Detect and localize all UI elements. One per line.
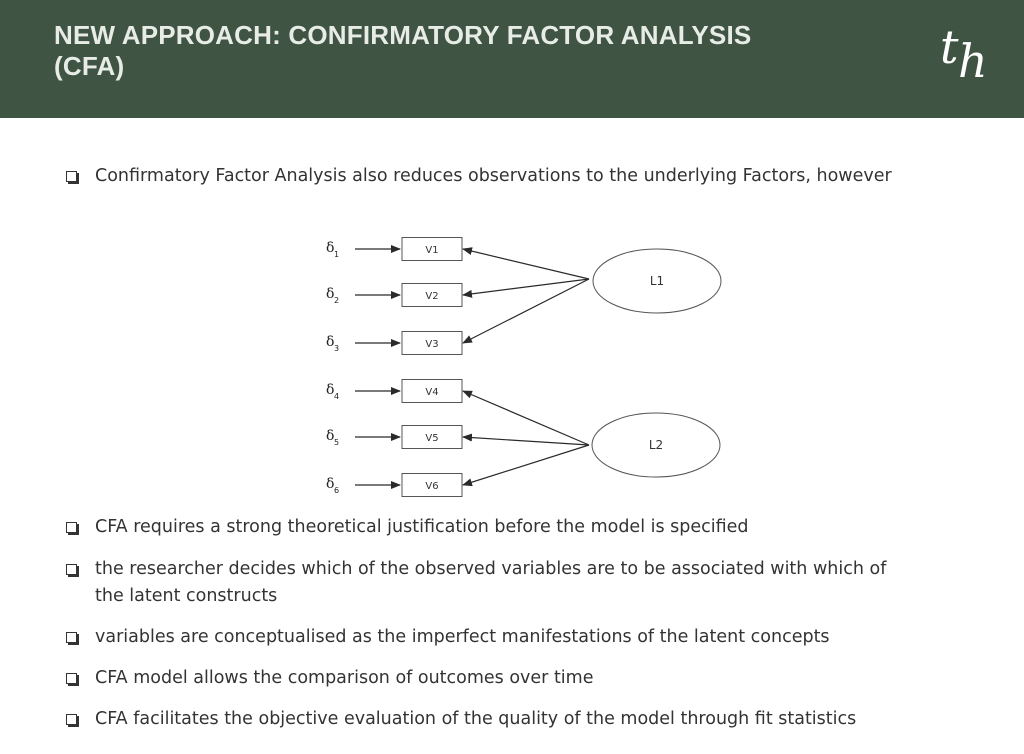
error-term-delta-4: δ [326, 382, 334, 398]
loading-arrow-l2-v4 [462, 390, 590, 446]
error-term-index-5: 5 [334, 438, 339, 447]
bullet-text-line: CFA model allows the comparison of outco… [95, 668, 594, 688]
loading-arrow-l1-v3 [462, 278, 590, 344]
checkbox-bullet-icon [66, 171, 79, 184]
slide-title: NEW APPROACH: CONFIRMATORY FACTOR ANALYS… [54, 20, 874, 82]
checkbox-bullet-icon [66, 673, 79, 686]
error-term-index-6: 6 [334, 486, 339, 495]
bullet-item: CFA facilitates the objective evaluation… [66, 706, 946, 733]
slide-title-line-2: (CFA) [54, 51, 125, 81]
loading-arrow-l1-v2 [462, 278, 590, 298]
observed-label-v6: V6 [425, 481, 438, 492]
header-bar: NEW APPROACH: CONFIRMATORY FACTOR ANALYS… [0, 0, 1024, 118]
latent-label-l2: L2 [649, 438, 663, 452]
bullet-text-line: CFA facilitates the objective evaluation… [95, 709, 857, 729]
bullet-text: variables are conceptualised as the impe… [95, 624, 946, 651]
observed-box-v4 [401, 379, 463, 403]
bullet-item: CFA requires a strong theoretical justif… [66, 514, 946, 541]
error-term-index-2: 2 [334, 296, 339, 305]
observed-box-v1 [401, 237, 463, 261]
observed-label-v1: V1 [425, 245, 438, 256]
logo-letter-t: t [940, 20, 959, 74]
error-term-delta-5: δ [326, 428, 334, 444]
observed-box-v3 [401, 331, 463, 355]
observed-label-v5: V5 [425, 433, 438, 444]
slide-title-line-1: NEW APPROACH: CONFIRMATORY FACTOR ANALYS… [54, 20, 752, 50]
bullet-intro-text: Confirmatory Factor Analysis also reduce… [95, 166, 892, 186]
observed-box-v5 [401, 425, 463, 449]
observed-label-v3: V3 [425, 339, 438, 350]
bullet-text: the researcher decides which of the obse… [95, 556, 946, 610]
error-term-delta-3: δ [326, 334, 334, 350]
checkbox-bullet-icon [66, 714, 79, 727]
latent-ellipse-l2 [591, 412, 721, 478]
error-term-index-1: 1 [334, 250, 339, 259]
bullet-intro: Confirmatory Factor Analysis also reduce… [66, 163, 946, 190]
error-term-index-4: 4 [334, 392, 339, 401]
bullet-text-line: CFA requires a strong theoretical justif… [95, 517, 749, 537]
error-term-delta-1: δ [326, 240, 334, 256]
checkbox-bullet-icon [66, 522, 79, 535]
observed-label-v2: V2 [425, 291, 438, 302]
bullet-text: CFA requires a strong theoretical justif… [95, 514, 946, 541]
logo-letter-h: h [958, 34, 988, 88]
loading-arrow-l2-v5 [462, 433, 590, 446]
bullet-text-line: the researcher decides which of the obse… [95, 559, 887, 579]
observed-label-v4: V4 [425, 387, 438, 398]
loading-arrow-l1-v1 [462, 247, 590, 280]
checkbox-bullet-icon [66, 632, 79, 645]
checkbox-bullet-icon [66, 564, 79, 577]
bullet-text-line: variables are conceptualised as the impe… [95, 627, 830, 647]
error-term-delta-2: δ [326, 286, 334, 302]
loading-arrow-l2-v6 [462, 444, 590, 487]
error-term-index-3: 3 [334, 344, 339, 353]
observed-box-v2 [401, 283, 463, 307]
bullet-text: CFA model allows the comparison of outco… [95, 665, 946, 692]
bullet-text: CFA facilitates the objective evaluation… [95, 706, 946, 733]
error-term-delta-6: δ [326, 476, 334, 492]
bullet-item: variables are conceptualised as the impe… [66, 624, 946, 651]
latent-ellipse-l1 [592, 248, 722, 314]
th-logo: t h [938, 22, 998, 92]
bullet-text-line: the latent constructs [95, 586, 278, 606]
latent-label-l1: L1 [650, 274, 664, 288]
bullet-item: CFA model allows the comparison of outco… [66, 665, 946, 692]
observed-box-v6 [401, 473, 463, 497]
bullet-item: the researcher decides which of the obse… [66, 556, 946, 610]
